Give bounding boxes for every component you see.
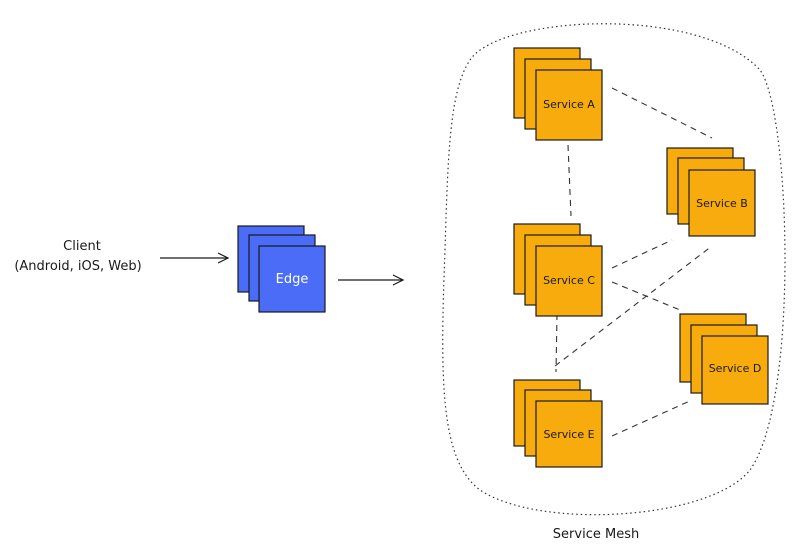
link-c-e xyxy=(555,313,558,373)
service-mesh-label: Service Mesh xyxy=(553,527,639,542)
link-c-d xyxy=(611,281,681,311)
link-a-b xyxy=(611,87,713,139)
service-e-node: Service E xyxy=(513,379,603,468)
service-a-label: Service A xyxy=(543,98,595,111)
link-e-d xyxy=(611,399,693,437)
link-c-b-upper xyxy=(611,239,673,269)
link-a-c xyxy=(567,144,572,217)
service-d-node: Service D xyxy=(679,313,769,405)
client-label: Client xyxy=(63,239,101,254)
service-e-label: Service E xyxy=(543,428,594,441)
service-a-node: Service A xyxy=(513,47,603,141)
service-b-node: Service B xyxy=(666,147,756,237)
service-c-label: Service C xyxy=(543,274,595,287)
edge-label: Edge xyxy=(276,272,309,287)
service-b-label: Service B xyxy=(696,197,748,210)
edge-node: Edge xyxy=(237,225,326,313)
service-d-label: Service D xyxy=(709,362,762,375)
service-mesh-boundary xyxy=(442,23,786,516)
service-connections xyxy=(554,87,713,437)
client-platforms-label: (Android, iOS, Web) xyxy=(14,259,141,274)
service-c-node: Service C xyxy=(513,223,603,317)
